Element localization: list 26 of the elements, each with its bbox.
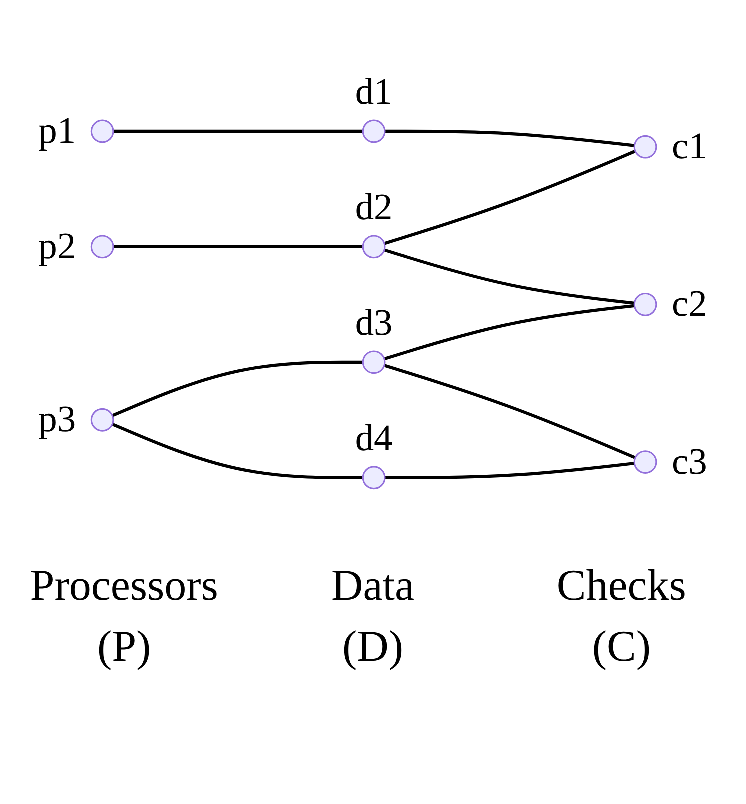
node-label: p3 [38,399,76,440]
connector [384,304,635,360]
connector [384,462,635,480]
node-label: p1 [38,110,76,152]
connector [384,150,636,245]
column-label: Data [331,560,415,611]
column-label: Processors [30,560,218,611]
connector [114,245,364,248]
column-label: Checks [556,560,686,611]
node-label: p2 [38,226,76,268]
column-label: (C) [592,621,651,672]
column-label: (P) [97,621,152,672]
connector [114,130,364,133]
node-label: c1 [672,126,708,168]
node-label: c3 [672,442,708,483]
node-label: d3 [355,302,393,344]
connector [384,364,636,460]
node-label: d1 [355,72,393,113]
connector [384,130,635,148]
node-label: d2 [355,187,393,228]
column-label: (D) [342,621,404,672]
connector [112,360,364,418]
connector [384,248,635,305]
connector [112,422,364,480]
node-label: c2 [672,284,708,325]
node-label: d4 [355,418,393,460]
